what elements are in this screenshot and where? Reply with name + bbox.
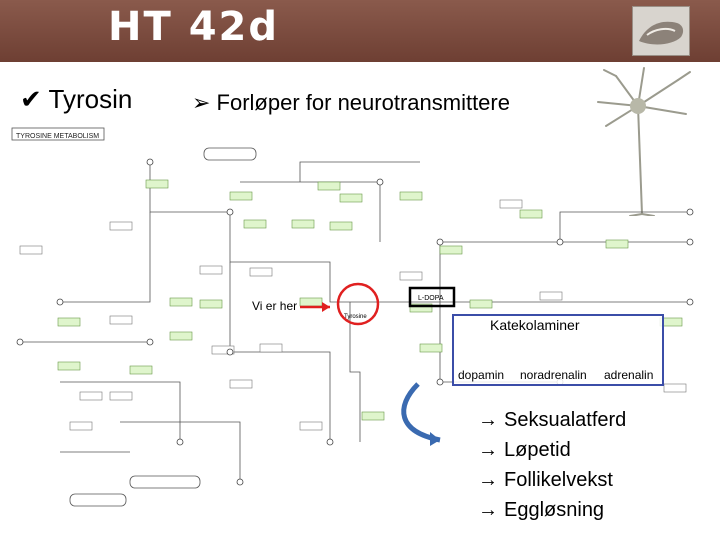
label-tyrosine: Tyrosine — [344, 314, 367, 320]
neuron-illustration — [597, 67, 691, 216]
slide-heading-tyrosin: ✔ Tyrosin — [20, 84, 133, 114]
effect-item: → Løpetid — [478, 435, 698, 465]
tyrosine-highlight-circle — [336, 282, 380, 326]
pathway-title: TYROSINE METABOLISM — [16, 133, 99, 140]
effect-label: Eggløsning — [504, 499, 605, 521]
tyrosine-metabolism-map: TYROSINE METABOLISM — [11, 127, 694, 507]
catecholamines-box: Katekolaminer dopamin noradrenalin adren… — [452, 314, 664, 386]
right-arrow-icon: → — [478, 409, 498, 431]
logo-image — [632, 6, 690, 56]
right-arrow-icon: → — [478, 439, 498, 461]
effect-label: Løpetid — [504, 439, 571, 461]
right-arrow-icon: → — [478, 499, 498, 521]
enzyme-boxes — [57, 179, 683, 421]
catecholamines-title: Katekolaminer — [490, 317, 580, 333]
effect-item: → Seksualatferd — [478, 405, 698, 435]
header-title: HT 42d — [108, 4, 279, 50]
label-dopamin: dopamin — [458, 368, 505, 382]
header-bar: HT 42d — [0, 0, 720, 62]
label-noradrenalin: noradrenalin — [520, 368, 587, 382]
label-adrenalin: adrenalin — [604, 368, 654, 382]
label-l-dopa: L-DOPA — [418, 295, 444, 302]
compound-nodes — [16, 158, 694, 486]
right-arrow-icon: → — [478, 469, 498, 491]
effect-item: → Follikelvekst — [478, 465, 698, 495]
effect-item: → Eggløsning — [478, 495, 698, 525]
pathway-link-boxes — [69, 147, 257, 507]
label-vi-er-her: Vi er her — [252, 299, 297, 313]
effects-list: → Seksualatferd → Løpetid → Follikelvekst →… — [478, 405, 698, 525]
effect-label: Seksualatferd — [504, 409, 627, 431]
slide-heading-precursor: ➢ Forløper for neurotransmittere — [192, 90, 510, 115]
enzyme-boxes-plain — [19, 199, 687, 431]
curved-arrow — [401, 382, 441, 443]
dopa-highlight-box — [408, 286, 456, 308]
effect-label: Follikelvekst — [504, 469, 613, 491]
